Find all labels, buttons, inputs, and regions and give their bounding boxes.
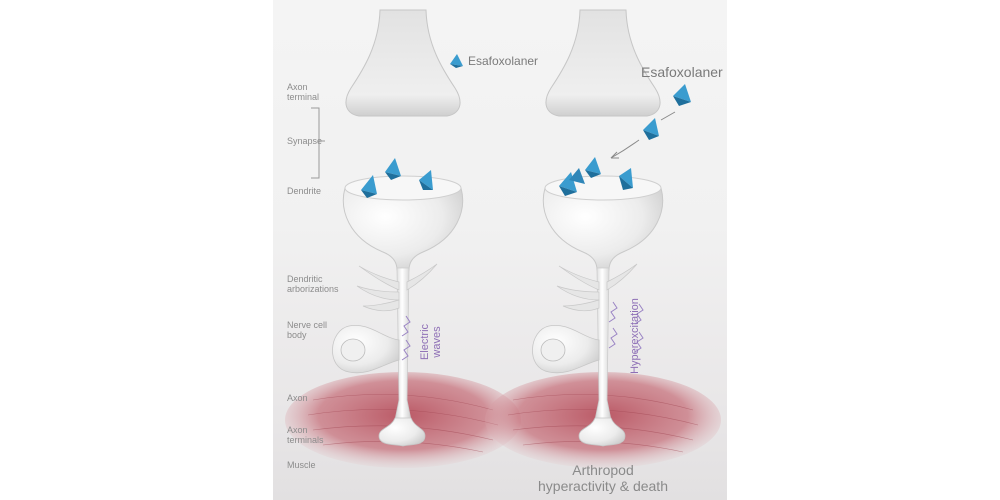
label-axon-terminals: Axon terminals (287, 425, 324, 445)
receptor-pyramids (361, 157, 633, 198)
axon-terminal-right (545, 9, 661, 117)
neuron-right (485, 9, 721, 468)
pyramid-left-2 (385, 158, 401, 180)
axon-terminal-left (345, 9, 461, 117)
binding-arrow (610, 111, 676, 159)
pyramid-right-2 (569, 168, 585, 184)
label-dendrite: Dendrite (287, 186, 322, 196)
synapse-bracket (311, 107, 325, 179)
label-synapse: Synapse (287, 136, 323, 146)
neuron-illustration (285, 9, 721, 468)
pyramid-right-3 (585, 157, 601, 178)
hyperexcitation-annotation: Hyperexcitation (629, 298, 641, 374)
electric-wave-lines-left (401, 315, 411, 361)
neuron-left (285, 9, 521, 468)
diagram-panel: Axon terminal Synapse Dendrite Dendritic… (273, 0, 727, 500)
axon-terminals-left (378, 417, 426, 447)
axon-terminals-right (578, 417, 626, 447)
label-axon: Axon (287, 393, 308, 403)
electric-wave-lines-right (608, 301, 644, 353)
pyramid-right-4 (619, 168, 633, 190)
pyramid-left-1 (361, 175, 377, 198)
molecule-2 (643, 118, 659, 140)
legend-pyramid-icon (450, 54, 463, 68)
caption: Arthropod hyperactivity & death (538, 462, 668, 494)
label-muscle: Muscle (287, 460, 316, 470)
legend-label: Esafoxolaner (468, 54, 539, 68)
molecule-1 (673, 84, 691, 106)
pyramid-left-3 (419, 170, 433, 190)
right-title: Esafoxolaner (641, 64, 723, 80)
electric-waves-annotation: Electric waves (419, 323, 443, 361)
label-axon-terminal: Axon terminal (287, 82, 320, 102)
label-nerve-cell-body: Nerve cell body (287, 320, 328, 340)
esafoxolaner-molecules (643, 84, 691, 140)
label-dendritic-arborizations: Dendritic arborizations (287, 274, 339, 294)
